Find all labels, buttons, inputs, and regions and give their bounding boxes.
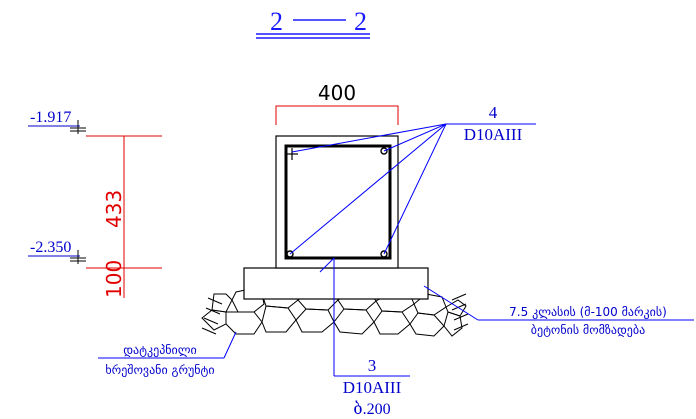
elevation-marks: -1.917 -2.350 [28, 109, 86, 264]
dim-height-base: 100 [102, 260, 126, 298]
stirrup-spec: D10AIII [343, 378, 402, 397]
soil-line1: დატკეპნილი [123, 343, 197, 357]
concrete-prep-line2: ბეტონის მომზადება [531, 323, 645, 337]
leader-rebar-bottom-left [289, 123, 447, 255]
beam-outline [275, 135, 399, 269]
dim-width-line [275, 105, 399, 125]
section-right-number: 2 [354, 7, 367, 36]
section-left-number: 2 [270, 7, 283, 36]
stirrup-count: 3 [368, 356, 377, 375]
leader-soil [223, 331, 237, 359]
stirrup-spacing: ბ.200 [353, 400, 390, 418]
dim-width-label: 400 [318, 81, 356, 105]
leader-lines [98, 123, 694, 377]
leader-concrete [423, 285, 479, 321]
leader-rebar-top-left [291, 123, 447, 153]
section-title: 2 2 [256, 7, 370, 39]
leader-rebar-bottom-right [383, 123, 447, 255]
rebar-top-count: 4 [489, 103, 498, 122]
leader-rebar-top-right [383, 123, 447, 152]
stirrup [284, 144, 392, 260]
width-dimension: 400 [275, 81, 399, 125]
concrete-base-slab [243, 267, 429, 300]
rebar-top-spec: D10AIII [464, 125, 523, 144]
gravel-edge-ticks [201, 293, 469, 335]
soil-line2: ხრეშოვანი გრუნტი [105, 363, 214, 377]
vertical-dimension: 433 100 [86, 135, 162, 298]
soil-note: დატკეპნილი ხრეშოვანი გრუნტი [105, 343, 214, 377]
elevation-top-label: -1.917 [30, 109, 71, 126]
concrete-prep-note: 7.5 კლასის (მ-100 მარკის) ბეტონის მომზად… [509, 305, 667, 337]
beam-section [275, 135, 399, 269]
dim-height-main: 433 [102, 190, 126, 228]
leader-stirrup-tip [319, 257, 335, 273]
concrete-prep-line1: 7.5 კლასის (მ-100 მარკის) [509, 305, 667, 319]
rebar-top-callout: 4 D10AIII [464, 103, 523, 144]
elevation-bottom-label: -2.350 [30, 239, 71, 256]
stirrup-callout: 3 D10AIII ბ.200 [343, 356, 402, 418]
